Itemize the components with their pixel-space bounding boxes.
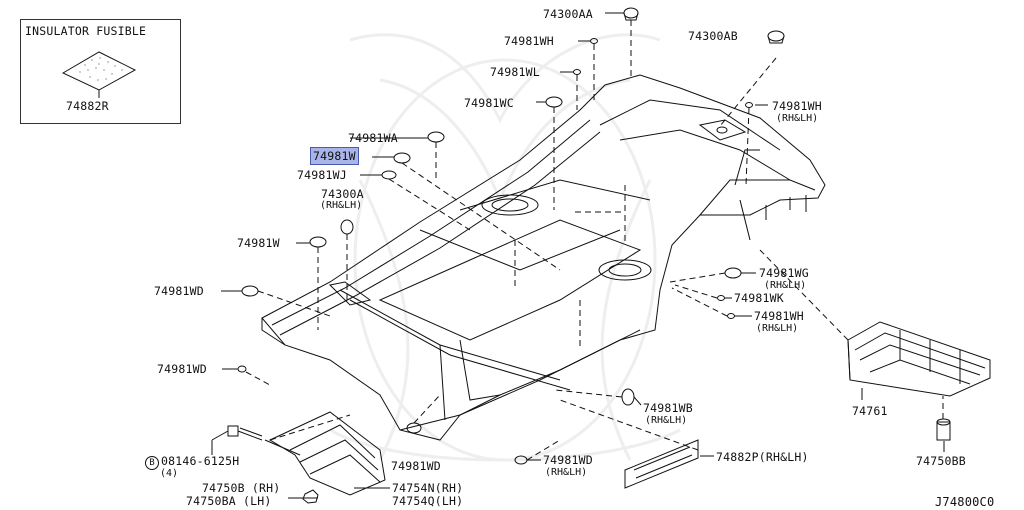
label-74981W[interactable]: 74981W: [237, 236, 280, 250]
pad-74981W-hl: [393, 152, 411, 164]
solid-leaders: [211, 12, 945, 499]
label-74981WH-lower[interactable]: 74981WH: [754, 309, 804, 323]
inset-part-number: 74882R: [66, 99, 109, 113]
bolt-08146: [227, 425, 263, 441]
insulator-74882P: [624, 439, 699, 489]
pad-74981WA: [427, 131, 445, 143]
nut-74750B: [302, 489, 319, 504]
label-74981WL[interactable]: 74981WL: [490, 65, 540, 79]
label-74981WD-left[interactable]: 74981WD: [154, 284, 204, 298]
label-74750BA[interactable]: 74750BA (LH): [186, 494, 272, 508]
label-74750B[interactable]: 74750B (RH): [202, 481, 281, 495]
label-74754N[interactable]: 74754N(RH): [392, 481, 464, 495]
plug-74300A: [340, 219, 354, 235]
pad-74981WD-left: [241, 285, 259, 297]
label-74300A[interactable]: 74300A: [321, 187, 364, 201]
label-74981WD-bottom2[interactable]: 74981WD: [543, 453, 593, 467]
label-74981WH-lower-note: (RH&LH): [756, 323, 799, 334]
label-74981WG[interactable]: 74981WG: [759, 266, 809, 280]
label-74981WA[interactable]: 74981WA: [348, 131, 398, 145]
label-74981WB[interactable]: 74981WB: [643, 401, 693, 415]
pad-74981WB: [621, 388, 635, 406]
pad-74981W: [309, 236, 327, 248]
floor-panel: [261, 74, 826, 441]
label-74981WD-bottom2-note: (RH&LH): [545, 467, 588, 478]
nut-74750BB: [936, 418, 951, 441]
diagram-code: J74800C0: [935, 495, 995, 509]
label-74981WH-top[interactable]: 74981WH: [504, 34, 554, 48]
pad-74981WJ: [381, 170, 397, 180]
label-bolt-quantity: (4): [160, 468, 179, 479]
inset-title: INSULATOR FUSIBLE: [25, 24, 147, 38]
pad-74981WG: [724, 267, 742, 279]
pad-74981WD-left2: [237, 365, 247, 373]
label-74300AB[interactable]: 74300AB: [688, 29, 738, 43]
bolt-part-number: 08146-6125H: [161, 454, 240, 468]
label-74981WH-right-note: (RH&LH): [776, 113, 819, 124]
label-74981WB-note: (RH&LH): [645, 415, 688, 426]
pad-74981WH-right: [745, 102, 753, 108]
inset-frame: [20, 19, 181, 124]
label-74981WH-right[interactable]: 74981WH: [772, 99, 822, 113]
plug-74300AB: [767, 30, 785, 44]
label-74981WK[interactable]: 74981WK: [734, 291, 784, 305]
label-74300A-note: (RH&LH): [320, 200, 363, 211]
bolt-symbol-icon: B: [145, 456, 159, 470]
insulator-fusible-pad: [61, 51, 137, 98]
label-74981WJ[interactable]: 74981WJ: [297, 168, 347, 182]
pad-74981WC: [545, 96, 563, 108]
pad-74981WL: [573, 69, 581, 75]
plug-74300AA: [623, 7, 639, 21]
watermark-emblem: [329, 33, 681, 462]
pad-74981WK: [717, 295, 725, 301]
label-74981WD-left2[interactable]: 74981WD: [157, 362, 207, 376]
label-74754Q[interactable]: 74754Q(LH): [392, 494, 464, 508]
label-74300AA[interactable]: 74300AA: [543, 7, 593, 21]
insulator-74761: [847, 321, 991, 397]
label-74981WG-note: (RH&LH): [764, 280, 807, 291]
label-74981WC[interactable]: 74981WC: [464, 96, 514, 110]
label-74750BB[interactable]: 74750BB: [916, 454, 966, 468]
label-74882P[interactable]: 74882P(RH&LH): [716, 450, 809, 464]
insulator-74754: [264, 411, 386, 496]
label-74981W-highlighted[interactable]: 74981W: [310, 147, 359, 165]
pad-74981WH-lower: [727, 313, 735, 319]
label-74761[interactable]: 74761: [852, 404, 888, 418]
label-74981WD-bottom[interactable]: 74981WD: [391, 459, 441, 473]
leader-lines: [245, 20, 944, 461]
